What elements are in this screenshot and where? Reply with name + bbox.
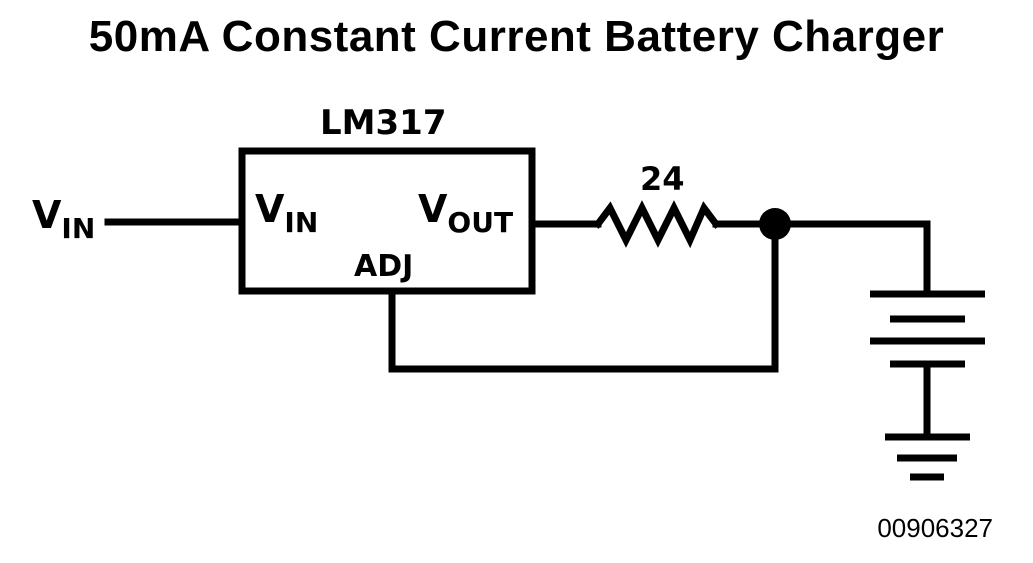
- ground-symbol-icon: [885, 433, 970, 481]
- regulator-pin-in: VIN: [255, 187, 318, 239]
- resistor-value-label: 24: [640, 160, 685, 198]
- regulator-pin-in-main: V: [255, 187, 285, 231]
- diagram-title: 50mA Constant Current Battery Charger: [88, 12, 945, 61]
- regulator-pin-out-sub: OUT: [447, 206, 513, 239]
- input-label: VIN: [32, 193, 95, 245]
- input-label-sub: IN: [61, 212, 95, 245]
- figure-id: 00906327: [877, 513, 993, 543]
- regulator-pin-out-main: V: [418, 187, 448, 231]
- regulator-pin-in-sub: IN: [284, 206, 318, 239]
- regulator-part-label: LM317: [320, 103, 446, 143]
- battery-cells-icon: [870, 290, 985, 368]
- resistor-zigzag-icon: [593, 200, 721, 249]
- input-label-main: V: [32, 193, 62, 237]
- regulator-pin-adj: ADJ: [354, 249, 413, 284]
- regulator-pin-out: VOUT: [418, 187, 513, 239]
- adj-feedback-wire: [388, 220, 779, 373]
